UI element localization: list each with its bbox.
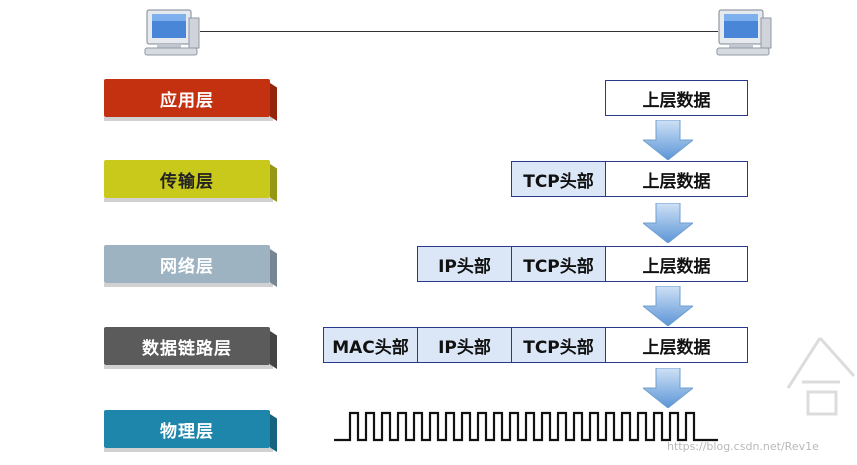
upper-data-box: 上层数据 <box>605 80 748 116</box>
mac-header-box: MAC头部 <box>323 327 418 363</box>
upper-data-box: 上层数据 <box>605 327 748 363</box>
network-link-line <box>200 31 718 32</box>
tcp-header-box: TCP头部 <box>511 246 606 282</box>
ip-header-box: IP头部 <box>417 327 512 363</box>
layer-label: 传输层 <box>160 171 214 192</box>
layer-transport: 传输层 <box>104 160 273 202</box>
layer-physical: 物理层 <box>104 410 273 452</box>
arrow-down-icon <box>643 203 693 243</box>
computer-icon-right <box>716 9 772 56</box>
layer-application: 应用层 <box>104 79 273 121</box>
arrow-down-icon <box>643 368 693 408</box>
layer-label: 数据链路层 <box>142 338 232 359</box>
arrow-down-icon <box>643 286 693 326</box>
upper-data-box: 上层数据 <box>605 161 748 197</box>
tcp-header-box: TCP头部 <box>511 161 606 197</box>
computer-icon-left <box>144 9 200 56</box>
layer-label: 网络层 <box>160 256 214 277</box>
layer-label: 物理层 <box>160 421 214 442</box>
layer-label: 应用层 <box>160 90 214 111</box>
ip-header-box: IP头部 <box>417 246 512 282</box>
tcp-header-box: TCP头部 <box>511 327 606 363</box>
arrow-down-icon <box>643 120 693 160</box>
layer-network: 网络层 <box>104 245 273 287</box>
watermark-text: https://blog.csdn.net/Rev1e <box>667 440 819 453</box>
upper-data-box: 上层数据 <box>605 246 748 282</box>
watermark-logo-icon <box>786 336 856 416</box>
square-wave-icon <box>334 411 718 442</box>
layer-data-link: 数据链路层 <box>104 327 273 369</box>
